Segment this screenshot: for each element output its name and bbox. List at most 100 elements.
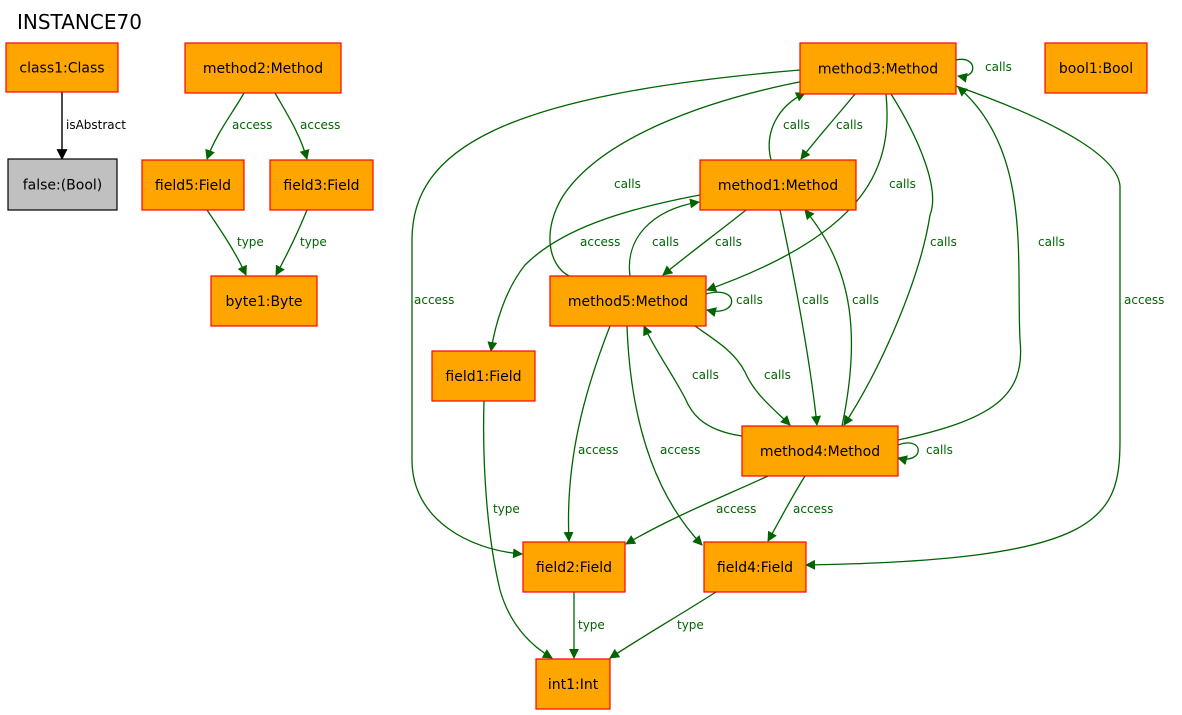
- edge-line: [609, 591, 717, 659]
- edge-label: calls: [836, 118, 863, 132]
- edge-label: access: [232, 118, 272, 132]
- edge-line: [274, 92, 310, 160]
- edge-method4-method4: calls: [897, 442, 953, 466]
- edge-label: calls: [1038, 235, 1065, 249]
- node-box[interactable]: [141, 159, 245, 211]
- edge-line: [767, 475, 806, 542]
- edge-method4-method3: calls: [897, 86, 1065, 441]
- node-field2[interactable]: field2:Field: [522, 541, 626, 593]
- node-label: byte1:Byte: [226, 294, 303, 310]
- edge-method2-field3: access: [274, 92, 340, 160]
- edge-label: calls: [802, 293, 829, 307]
- edge-method5-field4: access: [626, 325, 703, 546]
- edge-label: access: [300, 118, 340, 132]
- node-box[interactable]: [549, 275, 707, 327]
- edge-label: calls: [715, 235, 742, 249]
- node-label: method1:Method: [718, 178, 838, 194]
- edge-label: calls: [736, 293, 763, 307]
- edge-label: calls: [926, 443, 953, 457]
- node-field4[interactable]: field4:Field: [703, 541, 807, 593]
- edge-label: access: [793, 502, 833, 516]
- edge-label: calls: [889, 177, 916, 191]
- node-label: field1:Field: [445, 369, 521, 385]
- node-false[interactable]: false:(Bool): [7, 158, 118, 211]
- node-box[interactable]: [184, 42, 342, 94]
- edge-label: type: [237, 235, 264, 249]
- node-label: field3:Field: [283, 178, 359, 194]
- edge-method5-method4: calls: [694, 325, 791, 426]
- edge-line: [800, 93, 856, 160]
- node-field5[interactable]: field5:Field: [141, 159, 245, 211]
- edge-method2-field5: access: [205, 92, 272, 160]
- edge-line: [628, 198, 700, 277]
- node-label: false:(Bool): [23, 178, 103, 194]
- node-method3[interactable]: method3:Method: [799, 42, 957, 95]
- node-int1[interactable]: int1:Int: [535, 658, 611, 710]
- node-method4[interactable]: method4:Method: [741, 425, 899, 477]
- edge-method3-method1: calls: [800, 93, 863, 160]
- node-method5[interactable]: method5:Method: [549, 275, 707, 327]
- node-label: class1:Class: [19, 61, 104, 77]
- edge-label: calls: [614, 177, 641, 191]
- edge-label: access: [660, 443, 700, 457]
- node-box[interactable]: [703, 541, 807, 593]
- node-method1[interactable]: method1:Method: [699, 159, 857, 211]
- node-class1[interactable]: class1:Class: [5, 42, 119, 93]
- node-label: method4:Method: [760, 444, 880, 460]
- node-byte1[interactable]: byte1:Byte: [210, 275, 318, 327]
- edge-label: type: [493, 502, 520, 516]
- edge-line: [768, 92, 806, 161]
- node-box[interactable]: [7, 158, 118, 211]
- edge-label: access: [1124, 293, 1164, 307]
- edge-method3-method4: calls: [843, 93, 957, 426]
- edge-line: [205, 92, 245, 160]
- edge-line: [563, 325, 611, 542]
- edge-line: [705, 291, 733, 317]
- node-label: int1:Int: [548, 677, 599, 693]
- edge-label: calls: [783, 118, 810, 132]
- edge-line: [549, 75, 816, 277]
- edge-method4-method5: calls: [643, 325, 743, 437]
- node-box[interactable]: [1044, 42, 1148, 94]
- node-field1[interactable]: field1:Field: [431, 350, 536, 402]
- edge-label: calls: [692, 368, 719, 382]
- edge-line: [955, 58, 974, 83]
- edge-method4-field4: access: [767, 475, 833, 542]
- node-box[interactable]: [799, 42, 957, 95]
- node-label: field5:Field: [155, 178, 231, 194]
- edge-method5-method3: calls: [549, 75, 816, 277]
- edge-line: [804, 209, 853, 427]
- edge-label: type: [300, 235, 327, 249]
- edge-method3-field2: access: [411, 69, 801, 559]
- edge-line: [843, 93, 934, 426]
- edge-line: [897, 442, 919, 466]
- edge-line: [805, 85, 1121, 570]
- edge-label: calls: [930, 235, 957, 249]
- node-label: method3:Method: [818, 62, 938, 78]
- edge-method4-field2: access: [625, 475, 769, 545]
- edge-method1-method3: calls: [768, 92, 810, 161]
- edge-class1-false: isAbstract: [56, 92, 126, 161]
- node-box[interactable]: [741, 425, 899, 477]
- node-box[interactable]: [699, 159, 857, 211]
- node-label: method2:Method: [203, 61, 323, 77]
- edge-method1-field1: access: [487, 194, 701, 352]
- edge-line: [643, 325, 743, 437]
- node-box[interactable]: [535, 658, 611, 710]
- node-box[interactable]: [5, 42, 119, 93]
- edge-line: [626, 325, 703, 546]
- diagram-title: INSTANCE70: [17, 10, 142, 34]
- node-field3[interactable]: field3:Field: [269, 159, 374, 211]
- node-box[interactable]: [269, 159, 374, 211]
- edge-line: [779, 209, 822, 426]
- edge-label: calls: [652, 235, 679, 249]
- edge-label: type: [578, 618, 605, 632]
- edge-line: [694, 325, 791, 426]
- node-bool1[interactable]: bool1:Bool: [1044, 42, 1148, 94]
- edge-method3-field4: access: [805, 85, 1164, 570]
- node-box[interactable]: [431, 350, 536, 402]
- edge-label: type: [677, 618, 704, 632]
- node-box[interactable]: [210, 275, 318, 327]
- node-method2[interactable]: method2:Method: [184, 42, 342, 94]
- node-box[interactable]: [522, 541, 626, 593]
